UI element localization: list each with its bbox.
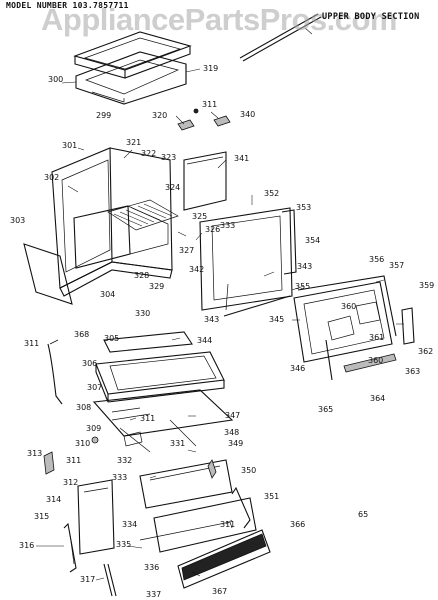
callout-343a: 343 [297,262,313,271]
callout-333b: 333 [112,473,128,482]
callout-310: 310 [75,439,91,448]
callout-311b: 311 [24,339,40,348]
callout-323: 323 [161,153,177,162]
callout-327: 327 [179,246,195,255]
callout-362: 362 [418,347,434,356]
callout-336: 336 [144,563,160,572]
callout-311e: 311 [220,520,236,529]
callout-368: 368 [74,330,90,339]
callout-320: 320 [152,111,168,120]
callout-65: 65 [358,510,369,519]
kickplate-grille-part [177,529,271,589]
callout-355: 355 [295,282,311,291]
callout-341: 341 [234,154,250,163]
callout-324: 324 [165,183,181,192]
oven-cavity-part [51,147,179,297]
callout-337: 337 [146,590,162,599]
callout-351: 351 [264,492,280,501]
callout-317: 317 [80,575,96,584]
callout-332: 332 [117,456,133,465]
callout-304: 304 [100,290,116,299]
callout-346: 346 [290,364,306,373]
callout-314: 314 [46,495,62,504]
lower-drawer-part [139,459,257,553]
inner-door-frame-part [293,275,415,381]
callout-349: 349 [228,439,244,448]
callout-330: 330 [135,309,151,318]
callout-340: 340 [240,110,256,119]
callout-342: 342 [189,265,205,274]
cooktop-top-part [73,31,192,105]
callout-364: 364 [370,394,386,403]
callout-367: 367 [212,587,228,596]
callout-356: 356 [369,255,385,264]
callout-300: 300 [48,75,64,84]
callout-359: 359 [419,281,435,290]
callout-308: 308 [76,403,92,412]
callout-333a: 333 [220,221,236,230]
callout-309: 309 [86,424,102,433]
callout-313: 313 [27,449,43,458]
callout-360a: 360 [341,302,357,311]
callout-311c: 311 [140,414,156,423]
broiler-assembly-part [92,331,234,453]
callout-325: 325 [192,212,208,221]
callout-357: 357 [389,261,405,270]
callout-319: 319 [203,64,219,73]
callout-335: 335 [116,540,132,549]
callout-321: 321 [126,138,142,147]
hinge-bracket-parts [177,108,231,131]
callout-311d: 311 [66,456,82,465]
callout-345: 345 [269,315,285,324]
outer-door-frame-part [199,207,297,317]
callout-316: 316 [19,541,35,550]
callout-350: 350 [241,466,257,475]
callout-329: 329 [149,282,165,291]
leader-lines [36,68,404,581]
callout-328: 328 [134,271,150,280]
bent-rod-part [47,339,63,405]
callout-366: 366 [290,520,306,529]
top-rod-part [239,13,322,62]
callout-352: 352 [264,189,280,198]
callout-365: 365 [318,405,334,414]
callout-301: 301 [62,141,78,150]
callout-360b: 360 [368,356,384,365]
model-number-label: MODEL NUMBER 103.7857711 [6,1,129,10]
callout-363: 363 [405,367,421,376]
lower-side-panel-part [63,479,117,597]
section-title: UPPER BODY SECTION [322,12,420,22]
callout-311a: 311 [202,100,218,109]
callout-344: 344 [197,336,213,345]
small-brackets-part [43,431,143,475]
callout-322: 322 [141,149,157,158]
callout-347: 347 [225,411,241,420]
callout-343b: 343 [204,315,220,324]
callout-307: 307 [87,383,103,392]
callout-303: 303 [10,216,26,225]
back-panel-part [183,151,227,211]
callout-354: 354 [305,236,321,245]
callout-348: 348 [224,428,240,437]
callout-305: 305 [104,334,120,343]
callout-334: 334 [122,520,138,529]
side-panel-part [23,243,73,305]
callout-361: 361 [369,333,385,342]
callout-302: 302 [44,173,60,182]
callout-306: 306 [82,359,98,368]
callout-299: 299 [96,111,112,120]
callout-331: 331 [170,439,186,448]
callout-353: 353 [296,203,312,212]
callout-326: 326 [205,225,221,234]
callout-312: 312 [63,478,79,487]
callout-315: 315 [34,512,50,521]
